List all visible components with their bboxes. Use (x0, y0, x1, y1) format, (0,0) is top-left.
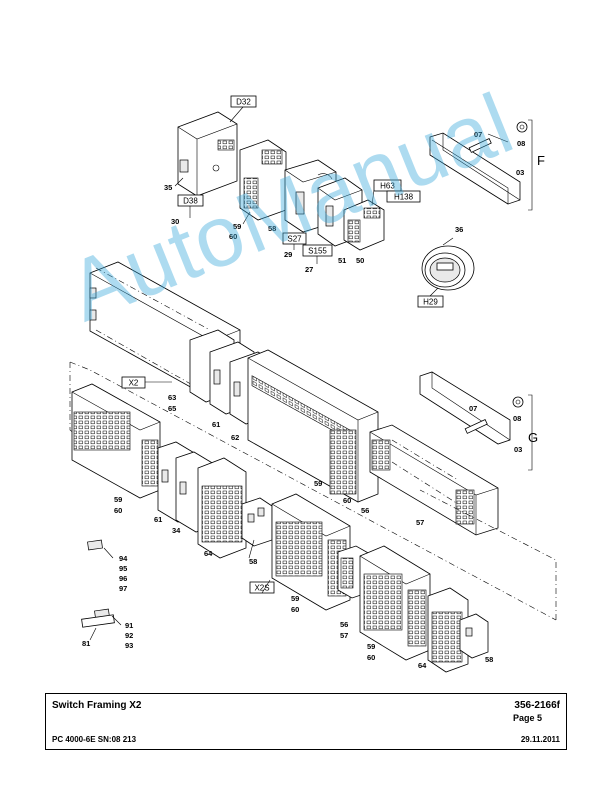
callout: 34 (172, 526, 181, 535)
callout: 56 (361, 506, 369, 515)
callout: 57 (416, 518, 424, 527)
label-d32: D32 (236, 98, 251, 107)
callout: 08 (513, 414, 521, 423)
callout: 94 (119, 554, 128, 563)
callout: 60 (343, 496, 351, 505)
x2s-rail-lower-frame (69, 361, 557, 621)
relay-group-upper (177, 111, 385, 251)
terminal-rail-56-57 (369, 424, 499, 536)
mounting-bracket-f (429, 119, 533, 211)
callout: 59 (233, 222, 241, 231)
label-s27: S27 (287, 235, 302, 244)
callout: 56 (340, 620, 348, 629)
callout: 65 (168, 404, 176, 413)
page-number: Page 5 (512, 713, 542, 723)
callout: 60 (114, 506, 122, 515)
callout: 64 (204, 549, 213, 558)
hour-meter-gauge (421, 237, 475, 291)
marker-labels (81, 539, 115, 628)
callout: 61 (154, 515, 162, 524)
callout: 63 (168, 393, 176, 402)
group-label-g: G (528, 430, 538, 445)
module-59-60-left (71, 383, 161, 499)
callout: 92 (125, 631, 133, 640)
callout: 60 (367, 653, 375, 662)
callout: 03 (516, 168, 524, 177)
rail-59-60-upper (247, 349, 379, 503)
callout: 60 (291, 605, 299, 614)
leader-lines (89, 106, 439, 641)
label-d38: D38 (183, 197, 198, 206)
callout: 27 (305, 265, 313, 274)
module-64-left (197, 457, 247, 559)
module-59-60-center (271, 493, 351, 611)
module-59-60-right (359, 545, 431, 661)
document-number: 356-2166f (514, 700, 560, 711)
callout: 96 (119, 574, 127, 583)
callout: 61 (212, 420, 220, 429)
callout: 29 (284, 250, 292, 259)
callout: 07 (474, 130, 482, 139)
mounting-bracket-g (419, 371, 533, 471)
callout: 60 (229, 232, 237, 241)
callout: 08 (517, 139, 525, 148)
label-h63: H63 (380, 182, 395, 191)
label-x2: X2 (129, 379, 139, 388)
callout: 59 (114, 495, 122, 504)
callout: 59 (291, 594, 299, 603)
callout: 95 (119, 564, 127, 573)
callout: 59 (367, 642, 375, 651)
callout: 64 (418, 661, 427, 670)
label-s155: S155 (308, 247, 327, 256)
label-h138: H138 (394, 193, 414, 202)
callout: 62 (231, 433, 239, 442)
callout-numbers: 35 30 59 60 58 29 27 51 50 07 08 03 36 6… (82, 130, 525, 670)
callout: 58 (485, 655, 493, 664)
callout: 03 (514, 445, 522, 454)
drawing-title: Switch Framing X2 (52, 700, 142, 711)
callout: 59 (314, 479, 322, 488)
group-label-f: F (537, 153, 545, 168)
boxed-labels: D32 D38 S27 S155 H63 H138 H29 X2 X2S F G (121, 95, 545, 594)
serial-number: PC 4000-6E SN:08 213 (52, 735, 137, 744)
callout: 07 (469, 404, 477, 413)
callout: 36 (455, 225, 463, 234)
issue-date: 29.11.2011 (520, 735, 560, 744)
callout: 58 (268, 224, 276, 233)
title-block: Switch Framing X2 356-2166f Page 5 PC 40… (45, 693, 567, 750)
clip-58-left (241, 497, 273, 547)
label-x2s: X2S (254, 584, 269, 593)
callout: 58 (249, 557, 257, 566)
callout: 93 (125, 641, 133, 650)
callout: 30 (171, 217, 179, 226)
label-h29: H29 (423, 298, 438, 307)
callout: 51 (338, 256, 346, 265)
callout: 81 (82, 639, 90, 648)
callout: 50 (356, 256, 364, 265)
callout: 97 (119, 584, 127, 593)
callout: 91 (125, 621, 133, 630)
callout: 57 (340, 631, 348, 640)
clip-58-right (459, 613, 489, 659)
callout: 35 (164, 183, 172, 192)
module-64-right (427, 587, 469, 673)
